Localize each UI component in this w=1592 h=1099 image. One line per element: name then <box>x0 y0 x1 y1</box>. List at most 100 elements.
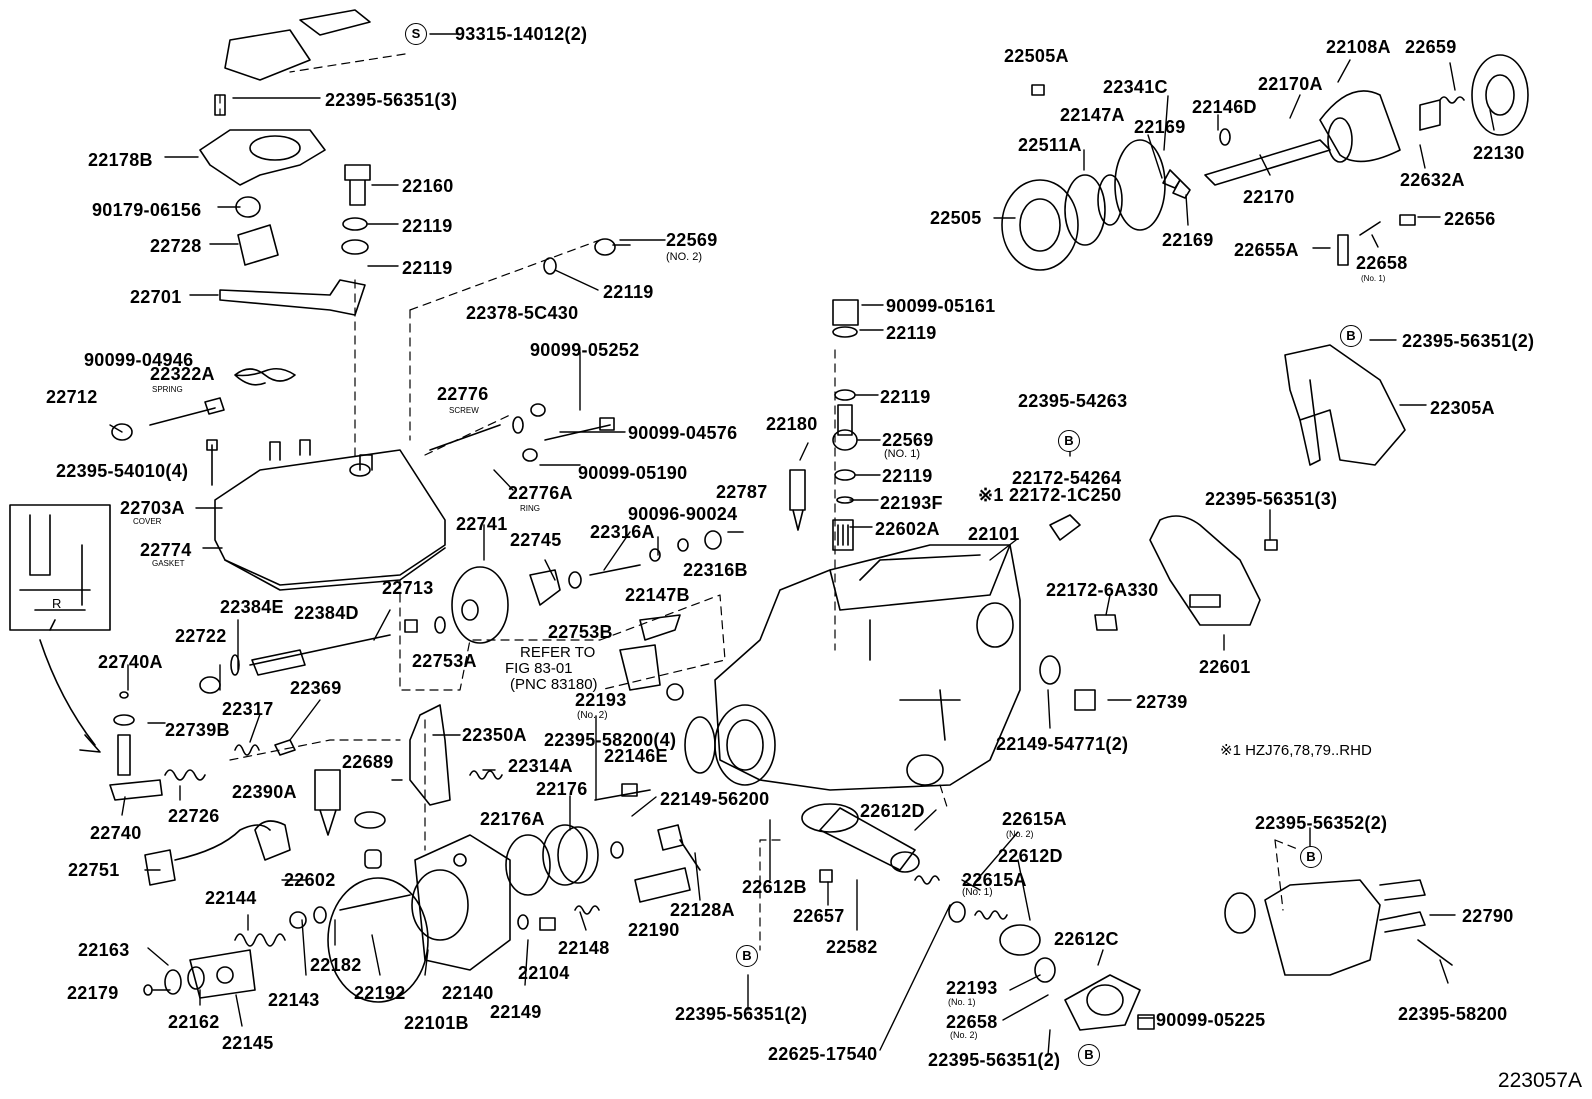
part-number-label: 22130 <box>1473 143 1525 163</box>
part-number-label: 22395-56351(2) <box>928 1050 1061 1070</box>
refer-note-line: REFER TO <box>520 644 596 661</box>
part-number-label: 22119 <box>886 323 937 343</box>
part-sublabel: R <box>52 596 62 611</box>
part-number-label: 22149-54771(2) <box>996 734 1129 754</box>
part-number-label: 22148 <box>558 938 610 958</box>
part-number-label: 22753B <box>548 622 613 642</box>
part-number-label: 90099-05190 <box>578 463 688 483</box>
part-number-label: 22119 <box>402 216 453 236</box>
part-number-label: 22395-58200(4) <box>544 730 677 750</box>
part-number-label: 22316B <box>683 560 748 580</box>
part-number-label: 22689 <box>342 752 394 772</box>
part-number-label: 22101 <box>968 524 1020 544</box>
part-number-label: 22703A <box>120 498 185 518</box>
part-number-label: 22569 <box>666 230 718 250</box>
part-number-label: 22739 <box>1136 692 1188 712</box>
part-number-label: 22176 <box>536 779 588 799</box>
part-number-label: 22612D <box>998 846 1063 866</box>
part-number-label: 22395-56352(2) <box>1255 813 1388 833</box>
part-number-label: 22395-56351(3) <box>325 90 458 110</box>
part-number-label: 22193F <box>880 493 943 513</box>
part-number-label: 22395-56351(3) <box>1205 489 1338 509</box>
part-number-label: 22170A <box>1258 74 1323 94</box>
part-number-label: 93315-14012(2) <box>455 24 588 44</box>
part-number-label: 22511A <box>1018 135 1082 155</box>
part-sublabel: (No. 1) <box>948 997 976 1007</box>
part-number-label: 22615A <box>1002 809 1067 829</box>
part-number-label: 22395-58200 <box>1398 1004 1508 1024</box>
part-number-label: 22384D <box>294 603 359 623</box>
part-number-label: 22741 <box>456 514 508 534</box>
part-number-label: 90179-06156 <box>92 200 202 220</box>
part-sublabel: (No. 2) <box>1006 829 1034 839</box>
part-number-label: 22180 <box>766 414 818 434</box>
callout-marker: B <box>1058 430 1080 452</box>
part-number-label: 22787 <box>716 482 768 502</box>
part-number-label: 90099-05161 <box>886 296 996 316</box>
part-number-label: 22160 <box>402 176 454 196</box>
part-sublabel: (No. 2) <box>577 710 608 721</box>
part-number-label: 22612C <box>1054 929 1119 949</box>
part-number-label: 22390A <box>232 782 297 802</box>
part-number-label: 22751 <box>68 860 120 880</box>
part-sublabel: (NO. 1) <box>884 448 921 460</box>
part-sublabel: (No. 2) <box>950 1030 978 1040</box>
part-number-label: 22169 <box>1134 117 1186 137</box>
part-number-label: 22753A <box>412 651 477 671</box>
part-number-label: 22162 <box>168 1012 220 1032</box>
part-number-label: 22169 <box>1162 230 1214 250</box>
part-sublabel: SPRING <box>152 385 183 394</box>
part-number-label: 22317 <box>222 699 274 719</box>
part-number-label: 90096-90024 <box>628 504 738 524</box>
part-number-label: 22659 <box>1405 37 1457 57</box>
part-number-label: 22178B <box>88 150 153 170</box>
refer-note-line: FIG 83-01 <box>505 660 573 677</box>
part-sublabel: SCREW <box>449 406 479 415</box>
part-number-label: 22657 <box>793 906 845 926</box>
part-sublabel: GASKET <box>152 559 185 568</box>
part-number-label: 22305A <box>1430 398 1495 418</box>
part-number-label: 22740A <box>98 652 163 672</box>
part-number-label: 22790 <box>1462 906 1514 926</box>
part-number-label: 22505A <box>1004 46 1069 66</box>
callout-marker: B <box>1078 1044 1100 1066</box>
part-number-label: 22350A <box>462 725 527 745</box>
part-number-label: 22658 <box>946 1012 998 1032</box>
part-number-label: 22119 <box>882 466 933 486</box>
part-number-label: 22147A <box>1060 105 1125 125</box>
part-number-label: 22149 <box>490 1002 542 1022</box>
part-sublabel: (NO. 2) <box>666 251 703 263</box>
part-number-label: 22341C <box>1103 77 1168 97</box>
part-number-label: 22144 <box>205 888 257 908</box>
part-number-label: 22172-6A330 <box>1046 580 1159 600</box>
part-sublabel: (No. 1) <box>962 887 993 898</box>
part-number-label: 22119 <box>880 387 931 407</box>
part-number-label: 90099-04576 <box>628 423 738 443</box>
part-number-label: 22602A <box>875 519 940 539</box>
part-number-label: 22193 <box>946 978 998 998</box>
part-number-label: 22632A <box>1400 170 1465 190</box>
part-number-label: 22658 <box>1356 253 1408 273</box>
part-number-label: 22314A <box>508 756 573 776</box>
part-number-label: 90099-05252 <box>530 340 640 360</box>
part-number-label: 22701 <box>130 287 182 307</box>
part-number-label: 22612D <box>860 801 925 821</box>
dashed-assembly-lines <box>219 53 1301 951</box>
part-number-label: 22776A <box>508 483 573 503</box>
part-number-label: 22739B <box>165 720 230 740</box>
part-number-label: 22395-54263 <box>1018 391 1128 411</box>
part-number-label: 22147B <box>625 585 690 605</box>
part-number-label: 22615A <box>962 870 1027 890</box>
callout-marker: B <box>736 945 758 967</box>
part-number-label: 22143 <box>268 990 320 1010</box>
part-number-label: 22104 <box>518 963 570 983</box>
part-number-label: 22182 <box>310 955 362 975</box>
part-number-label: 22656 <box>1444 209 1496 229</box>
part-number-label: 22505 <box>930 208 982 228</box>
part-number-label: 22601 <box>1199 657 1251 677</box>
part-number-label: 22712 <box>46 387 98 407</box>
part-number-label: 22128A <box>670 900 735 920</box>
part-number-label: 22192 <box>354 983 406 1003</box>
part-number-label: 22170 <box>1243 187 1295 207</box>
callout-marker: B <box>1340 325 1362 347</box>
